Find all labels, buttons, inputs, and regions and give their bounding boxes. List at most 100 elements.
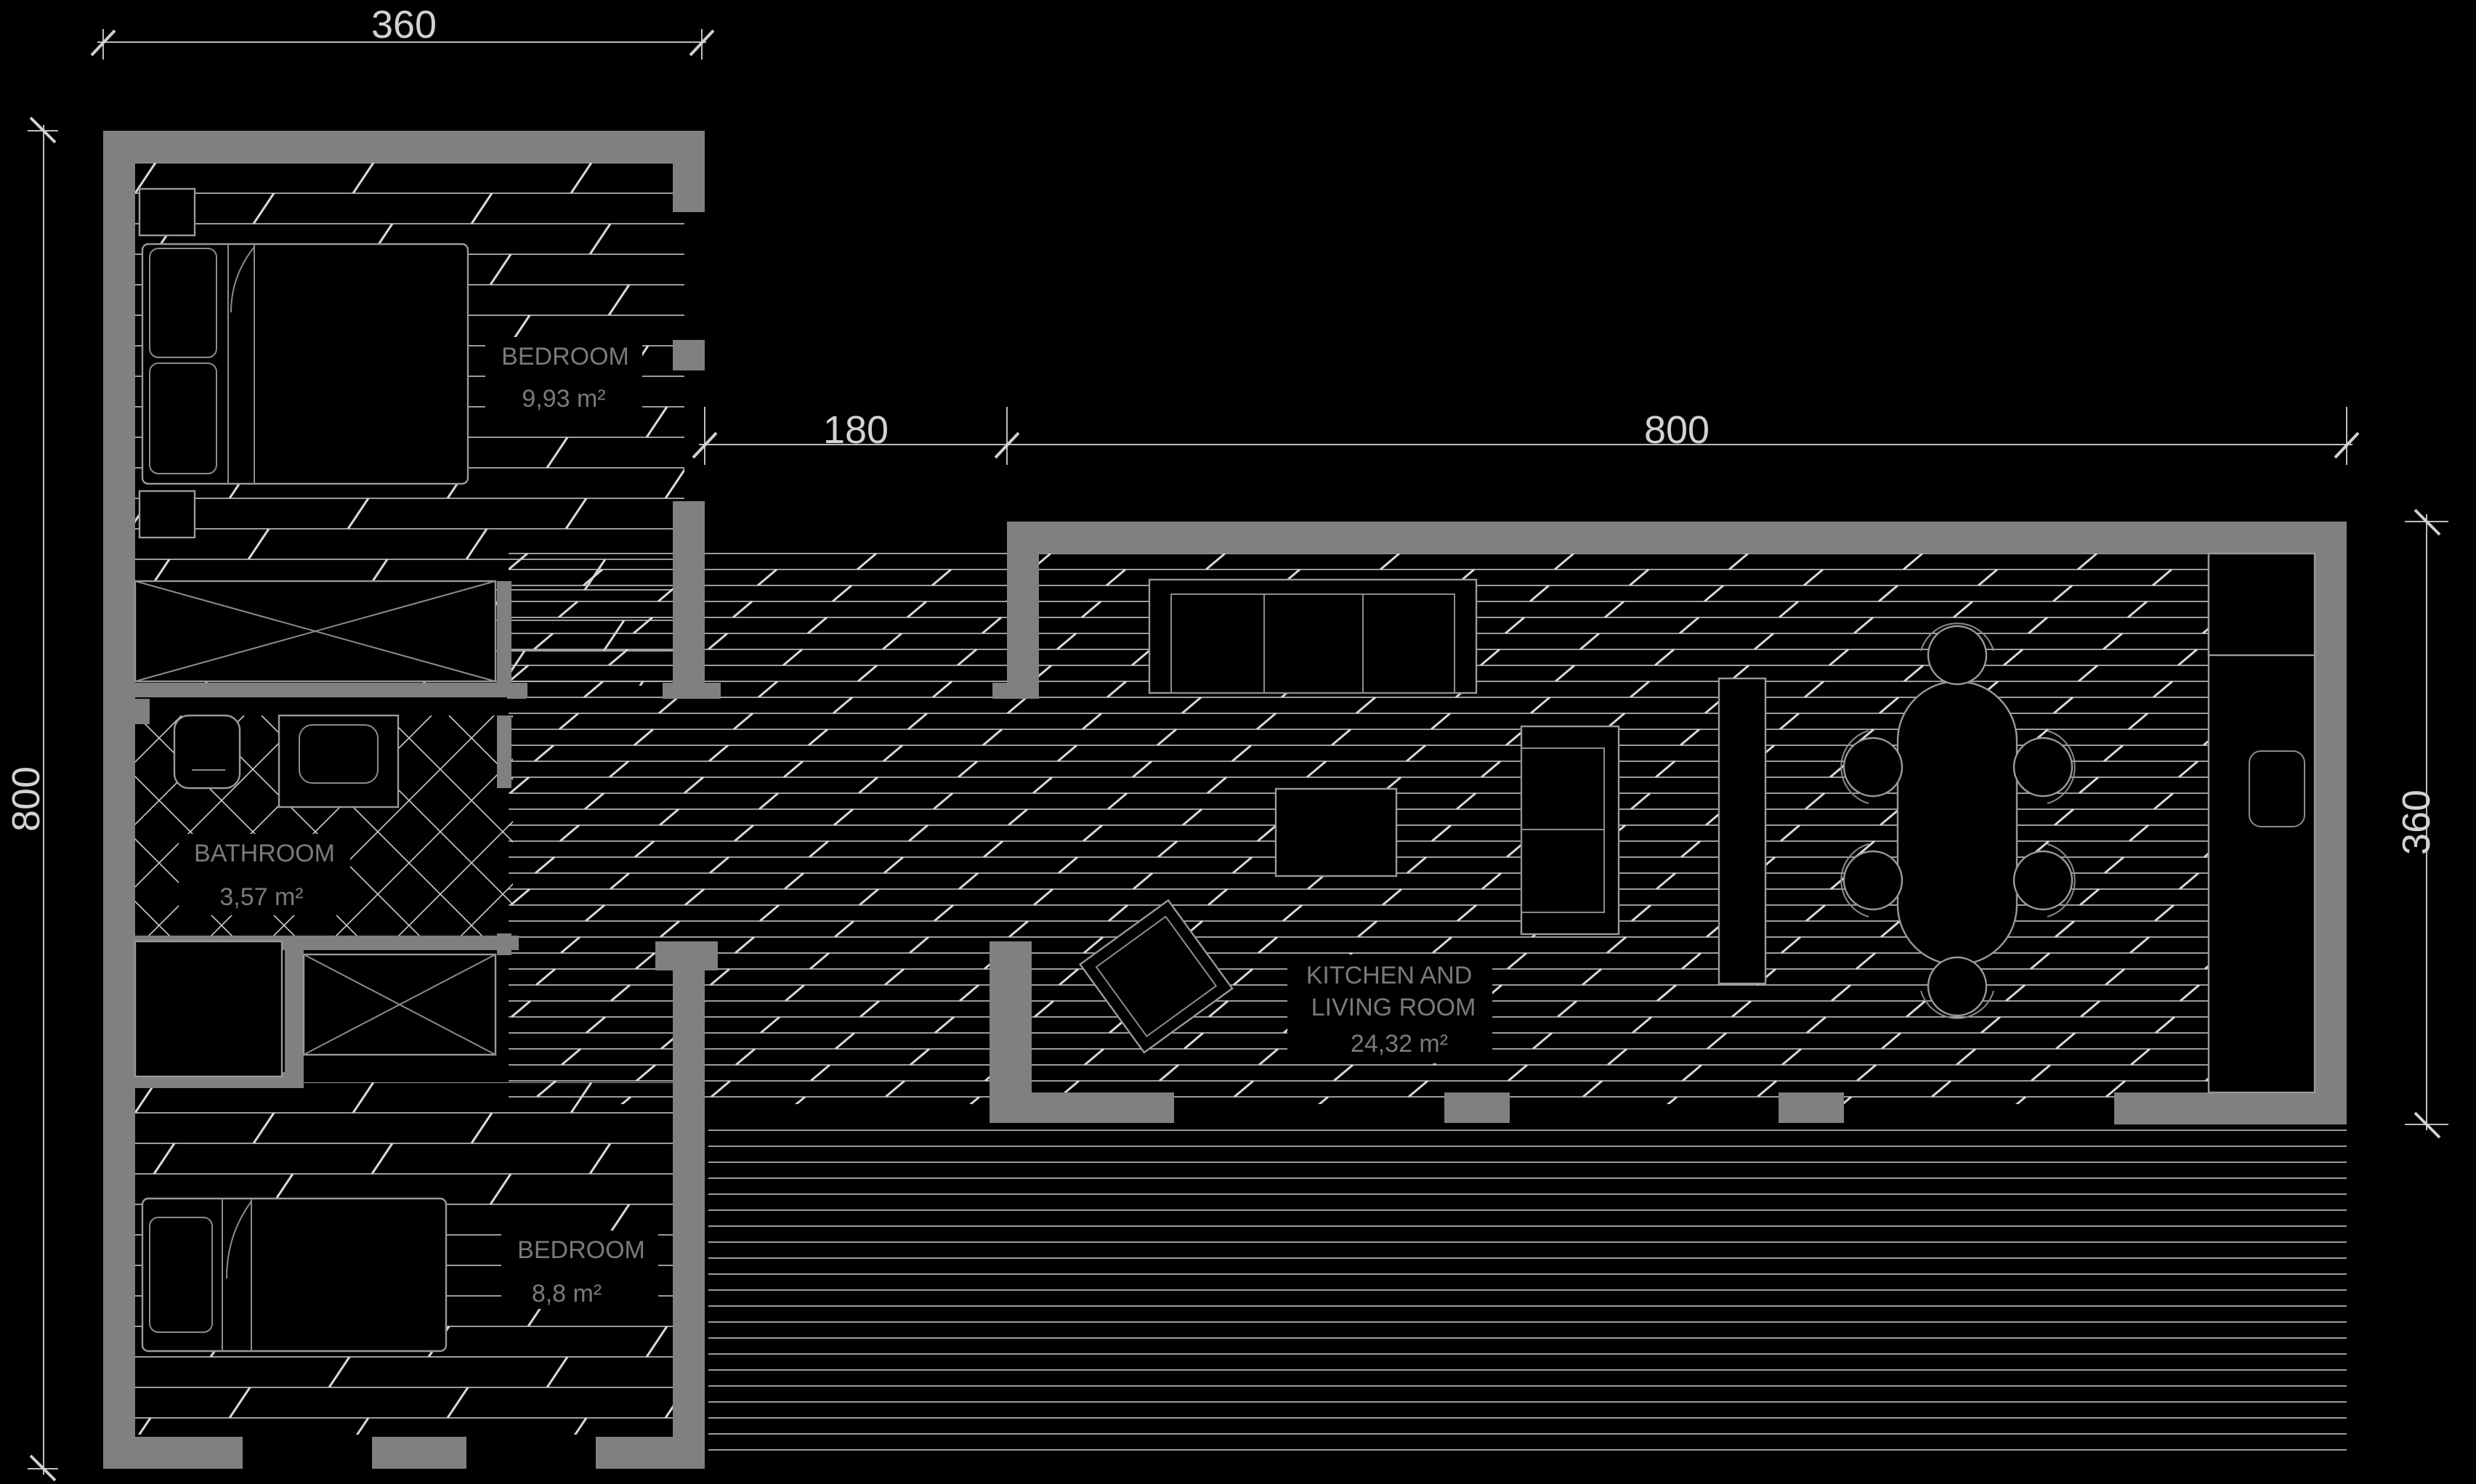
hatch-joint xyxy=(1806,1015,1826,1034)
hatch-joint xyxy=(1431,824,1452,843)
hatch-joint xyxy=(857,664,878,683)
hatch-joint xyxy=(465,528,488,560)
hatch-joint xyxy=(934,1015,955,1034)
wall-living-left-upper xyxy=(1007,522,1039,699)
hatch-joint xyxy=(2104,856,2124,875)
hatch-joint xyxy=(1357,920,1377,938)
hatch-joint xyxy=(1704,584,1724,603)
hatch-joint xyxy=(1133,872,1153,891)
dim-corridor: 180 xyxy=(823,408,889,452)
bath-storage xyxy=(134,940,283,1078)
hatch-joint xyxy=(1008,808,1028,827)
dimension-lines xyxy=(28,29,2448,1482)
hatch-joint xyxy=(1632,1015,1652,1034)
wall-stub xyxy=(507,689,526,699)
coffee-table xyxy=(1274,787,1398,877)
wall-right-lower xyxy=(673,501,705,692)
hatch-joint xyxy=(732,600,753,619)
hatch-joint xyxy=(570,1082,593,1114)
hatch-joint xyxy=(1656,872,1676,891)
wall-right-upper xyxy=(673,131,705,212)
hatch-joint xyxy=(859,1000,880,1018)
hatch-joint xyxy=(586,1015,606,1034)
room-name-line-1: KITCHEN AND xyxy=(1306,962,1473,989)
hatch-joint xyxy=(489,1173,512,1205)
dim-left-height: 800 xyxy=(4,766,48,832)
hatch-joint xyxy=(462,1065,481,1081)
hatch-joint xyxy=(1582,1079,1603,1098)
hatch-joint xyxy=(1181,696,1202,715)
hatch-joint xyxy=(608,648,628,667)
hatch-joint xyxy=(1481,760,1501,779)
hatch-joint xyxy=(2203,739,2209,747)
hatch-joint xyxy=(1529,584,1550,603)
hatch-joint xyxy=(485,697,503,713)
hatch-joint xyxy=(534,744,554,763)
hatch-joint xyxy=(1457,904,1477,923)
hatch-joint xyxy=(54,1174,75,1204)
hatch-joint xyxy=(31,529,51,559)
hatch-joint xyxy=(12,468,32,498)
hatch-joint xyxy=(810,1063,830,1082)
hatch-joint xyxy=(436,873,455,889)
hatch-joint xyxy=(1582,968,1602,986)
hatch-joint xyxy=(2179,872,2199,891)
hatch-joint xyxy=(794,1095,806,1104)
hatch-joint xyxy=(735,936,755,954)
hatch-joint xyxy=(565,498,588,530)
hatch-joint xyxy=(536,1079,557,1098)
walls xyxy=(103,131,2347,1469)
hatch-joint xyxy=(1878,584,1898,603)
hatch-joint xyxy=(833,696,853,715)
hatch-joint xyxy=(1505,616,1525,635)
hatch-joint xyxy=(1880,920,1901,938)
hatch-joint xyxy=(1606,936,1627,954)
hatch-joint xyxy=(684,776,704,795)
sink-basin xyxy=(299,724,379,784)
tile-line xyxy=(135,715,182,763)
hatch-joint xyxy=(361,857,380,873)
hatch-joint xyxy=(602,620,626,652)
hatch-joint xyxy=(1106,680,1127,699)
hatch-joint xyxy=(1630,680,1650,699)
hatch-joint xyxy=(73,315,94,346)
hatch-joint xyxy=(1083,936,1104,954)
hatch-joint xyxy=(2204,851,2209,859)
hatch-joint xyxy=(2129,824,2149,843)
hatch-joint xyxy=(1754,632,1774,651)
bathroom-fixtures xyxy=(134,714,497,1078)
hatch-joint xyxy=(2003,648,2023,667)
hatch-joint xyxy=(588,223,612,255)
hatch-joint xyxy=(2177,648,2198,667)
hatch-joint xyxy=(2105,968,2125,986)
room-area: 24,32 m² xyxy=(1351,1030,1448,1058)
hatch-joint xyxy=(882,632,902,651)
hatch-joint xyxy=(1680,728,1700,747)
hatch-joint xyxy=(2078,664,2098,683)
hatch-joint xyxy=(907,712,928,731)
wall-bottom-1 xyxy=(103,1437,243,1469)
hatch-joint xyxy=(1805,904,1826,923)
hatch-joint xyxy=(2155,1015,2175,1034)
wall-living-bottom-3 xyxy=(1779,1092,1844,1123)
room-name: BEDROOM xyxy=(517,1236,645,1264)
wall-top-left xyxy=(103,131,705,163)
hatch-joint xyxy=(1159,1063,1179,1082)
hatch-joint xyxy=(1234,1079,1254,1098)
hatch-joint xyxy=(2178,760,2198,779)
room-name: BATHROOM xyxy=(194,840,335,867)
hatch-joint xyxy=(2152,568,2172,587)
hatch-joint xyxy=(1207,776,1227,795)
hatch-joint xyxy=(2130,1047,2151,1066)
hatch-joint xyxy=(1131,648,1152,667)
wall-bottom-2 xyxy=(372,1437,466,1469)
hatch-joint xyxy=(1132,760,1152,779)
tile-line xyxy=(949,715,1181,948)
hatch-joint xyxy=(959,984,979,1002)
wall-closet2-left xyxy=(285,936,304,1088)
hatch-joint xyxy=(1233,968,1253,986)
hatch-joint xyxy=(546,1356,569,1388)
hatch-joint xyxy=(1507,952,1527,970)
hatch-joint xyxy=(807,616,828,635)
hatch-joint xyxy=(834,920,854,938)
